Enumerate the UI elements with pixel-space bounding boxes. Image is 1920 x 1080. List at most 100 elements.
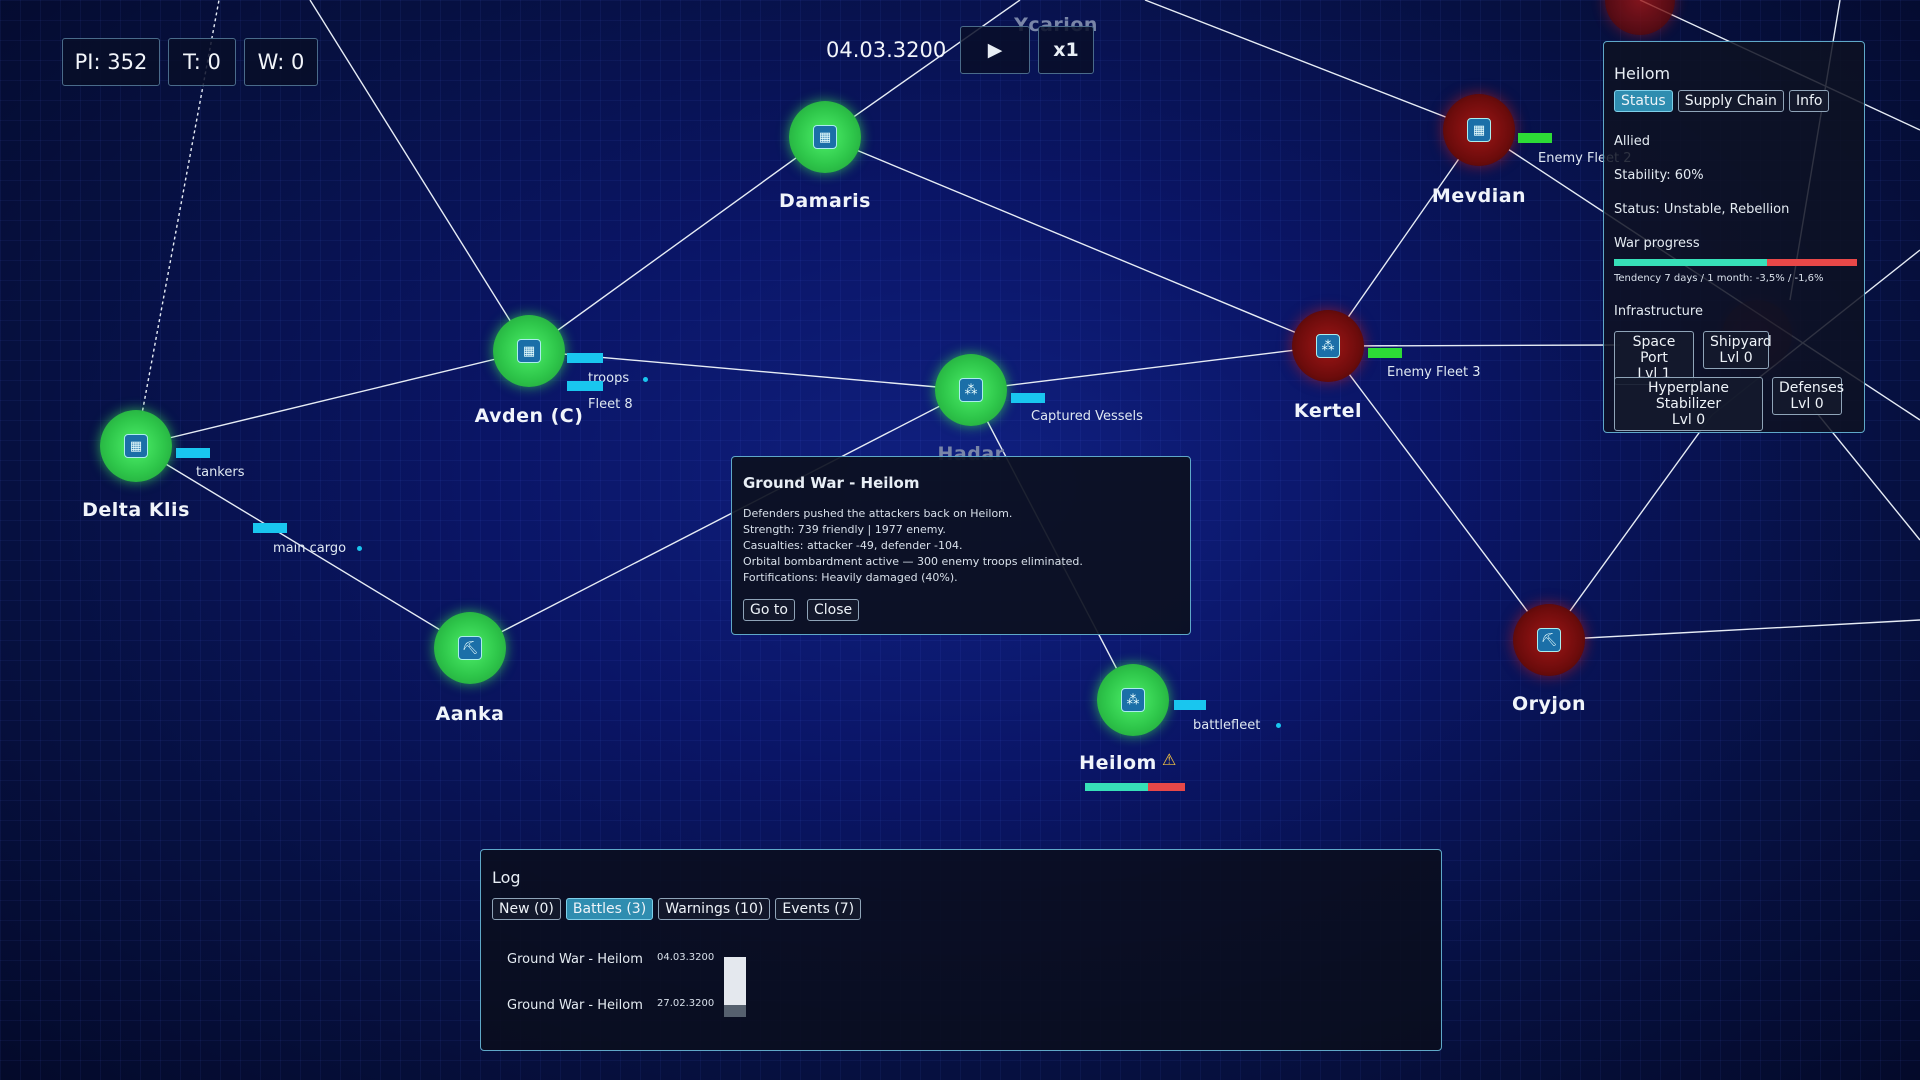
log-tab-events[interactable]: Events (7) [775, 898, 862, 920]
planet-info-panel: Heilom Status Supply Chain Info Allied S… [1603, 41, 1865, 433]
fleet-bar-captured[interactable] [1011, 393, 1045, 403]
tab-status[interactable]: Status [1614, 90, 1673, 112]
info-panel-title: Heilom [1614, 64, 1671, 83]
fleet-bar-battlefleet[interactable] [1174, 700, 1206, 710]
log-entry-date: 04.03.3200 [657, 952, 715, 963]
route-line [824, 0, 1021, 138]
popup-line: Orbital bombardment active — 300 enemy t… [743, 555, 1083, 568]
route-line [1327, 344, 1621, 347]
w-counter: W: 0 [244, 38, 318, 86]
infra-name: Space Port [1632, 334, 1676, 366]
infrastructure-label: Infrastructure [1614, 304, 1703, 319]
goto-button[interactable]: Go to [743, 599, 795, 621]
stability-label: Stability: 60% [1614, 168, 1704, 183]
fleet-label-main-cargo[interactable]: main cargo [273, 541, 347, 556]
tab-supply-chain[interactable]: Supply Chain [1677, 90, 1784, 112]
factory-icon: ▦ [1467, 118, 1491, 142]
tendency-label: Tendency 7 days / 1 month: -3,5% / -1,6% [1614, 273, 1824, 284]
log-scrollbar-thumb[interactable] [724, 957, 746, 1005]
planet-avden[interactable]: ▦ [493, 315, 565, 387]
popup-body: Defenders pushed the attackers back on H… [743, 506, 1083, 586]
fleet-label-fleet8[interactable]: Fleet 8 [588, 397, 633, 412]
route-line [1327, 129, 1480, 347]
planet-heilom[interactable]: ⁂ [1097, 664, 1169, 736]
fleet-bar-troops[interactable] [567, 353, 603, 363]
planet-name-damaris: Damaris [779, 190, 871, 212]
log-entry[interactable]: Ground War - Heilom 04.03.3200 [507, 948, 757, 967]
planet-damaris[interactable]: ▦ [789, 101, 861, 173]
planet-name-aanka: Aanka [435, 703, 505, 725]
planet-hadar[interactable]: ⁂ [935, 354, 1007, 426]
log-entry[interactable]: Ground War - Heilom 27.02.3200 [507, 994, 757, 1013]
fleet-dot [643, 377, 648, 382]
route-line [824, 136, 1329, 347]
route-line [469, 389, 972, 649]
route-line [135, 445, 471, 649]
factory-icon: ▦ [124, 434, 148, 458]
fleet-dot [357, 546, 362, 551]
planet-oryjon[interactable]: ⛏ [1513, 604, 1585, 676]
heilom-war-bar-fill [1085, 783, 1148, 791]
tab-info[interactable]: Info [1788, 90, 1830, 112]
grain-icon: ⁂ [1316, 334, 1340, 358]
infra-shipyard[interactable]: Shipyard Lvl 0 [1703, 331, 1772, 369]
log-scrollbar[interactable] [724, 957, 746, 1017]
log-entry-date: 27.02.3200 [657, 998, 715, 1009]
planet-aanka[interactable]: ⛏ [434, 612, 506, 684]
speed-button[interactable]: x1 [1038, 26, 1094, 74]
planet-kertel[interactable]: ⁂ [1292, 310, 1364, 382]
planet-name-heilom: Heilom [1079, 752, 1157, 774]
fleet-bar-enemy-fleet-2[interactable] [1518, 133, 1552, 143]
log-tab-warnings[interactable]: Warnings (10) [658, 898, 771, 920]
infra-level: Lvl 0 [1719, 350, 1753, 366]
fleet-label-tankers[interactable]: tankers [196, 465, 245, 480]
route-line [1327, 345, 1550, 641]
grain-icon: ⁂ [959, 378, 983, 402]
route-line [1548, 414, 1713, 641]
info-tabs: Status Supply Chain Info [1614, 90, 1830, 112]
planet-name-delta-klis: Delta Klis [82, 499, 190, 521]
fleet-bar-fleet8[interactable] [567, 381, 603, 391]
play-button[interactable]: ▶ [960, 26, 1030, 74]
fleet-dot [1276, 723, 1281, 728]
fleet-label-enemy-fleet-3[interactable]: Enemy Fleet 3 [1387, 365, 1481, 380]
fleet-label-battlefleet[interactable]: battlefleet [1193, 718, 1261, 733]
close-button[interactable]: Close [807, 599, 860, 621]
ground-war-popup: Ground War - Heilom Defenders pushed the… [731, 456, 1191, 635]
factory-icon: ▦ [517, 339, 541, 363]
fleet-label-captured[interactable]: Captured Vessels [1031, 409, 1143, 424]
route-line [135, 350, 530, 447]
popup-line: Casualties: attacker -49, defender -104. [743, 539, 963, 552]
log-tab-battles[interactable]: Battles (3) [565, 898, 654, 920]
planet-name-mevdian: Mevdian [1431, 185, 1527, 207]
infra-name: Hyperplane Stabilizer [1648, 380, 1729, 412]
route-line [309, 0, 530, 352]
allied-label: Allied [1614, 134, 1650, 149]
heilom-war-bar [1085, 783, 1185, 791]
popup-line: Defenders pushed the attackers back on H… [743, 507, 1013, 520]
infra-level: Lvl 0 [1790, 396, 1824, 412]
log-entry-title: Ground War - Heilom [507, 998, 643, 1013]
popup-title: Ground War - Heilom [743, 474, 920, 492]
fleet-bar-enemy-fleet-3[interactable] [1368, 348, 1402, 358]
grain-icon: ⁂ [1121, 688, 1145, 712]
planet-mevdian[interactable]: ▦ [1443, 94, 1515, 166]
infra-hyperplane-stabilizer[interactable]: Hyperplane Stabilizer Lvl 0 [1614, 377, 1763, 431]
infra-defenses[interactable]: Defenses Lvl 0 [1772, 377, 1844, 415]
log-entry-title: Ground War - Heilom [507, 952, 643, 967]
factory-icon: ▦ [813, 125, 837, 149]
planet-name-kertel: Kertel [1293, 400, 1363, 422]
route-line [970, 345, 1329, 391]
log-tabs: New (0) Battles (3) Warnings (10) Events… [492, 898, 862, 920]
route-line [528, 136, 826, 352]
war-progress-fill [1614, 259, 1768, 266]
fleet-bar-tankers[interactable] [176, 448, 210, 458]
fleet-bar-main-cargo[interactable] [253, 523, 287, 533]
log-tab-new[interactable]: New (0) [492, 898, 561, 920]
log-title: Log [492, 868, 521, 887]
popup-line: Strength: 739 friendly | 1977 enemy. [743, 523, 946, 536]
route-line [1144, 0, 1480, 131]
planet-delta-klis[interactable]: ▦ [100, 410, 172, 482]
warning-icon: ⚠ [1162, 750, 1177, 769]
planet-name-oryjon: Oryjon [1512, 693, 1586, 715]
